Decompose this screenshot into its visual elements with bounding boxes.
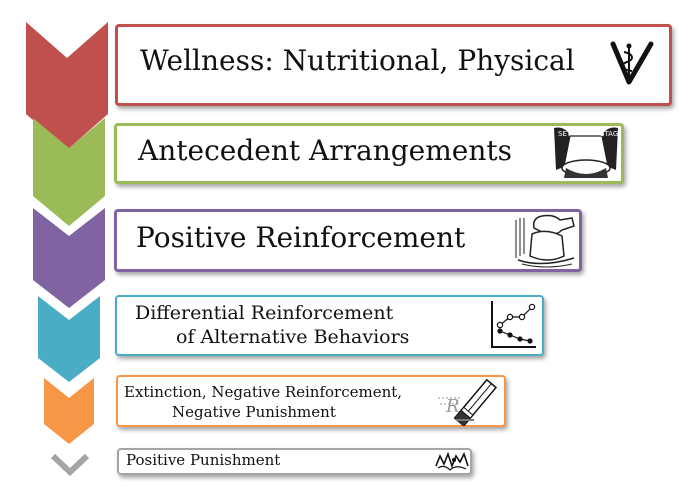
set-the-stage-spotlight-icon: SET STAGE <box>554 127 620 178</box>
tier-2-box <box>114 123 624 184</box>
hand-giving-treat-icon <box>515 214 575 268</box>
svg-text:SET: SET <box>558 130 572 138</box>
tier-6-label: Positive Punishment <box>126 451 281 469</box>
chevron-tier-5 <box>44 378 94 444</box>
chevron-tier-3 <box>33 208 105 308</box>
chevron-tier-1 <box>26 22 108 150</box>
tier-4-label-line-1: Differential Reinforcement <box>135 302 394 324</box>
tier-6-box <box>117 448 472 475</box>
svg-text:R: R <box>445 396 460 417</box>
tier-4-box <box>115 295 544 356</box>
tier-2-label: Antecedent Arrangements <box>138 134 512 167</box>
chevron-tier-2 <box>33 118 105 226</box>
tier-3-box <box>114 209 582 272</box>
svg-text:STAGE: STAGE <box>600 130 620 138</box>
tier-1-box <box>115 24 672 106</box>
tier-5-label-line-1: Extinction, Negative Reinforcement, <box>124 383 403 401</box>
tier-5-label-line-2: Negative Punishment <box>172 403 336 421</box>
tier-4-label-line-2: of Alternative Behaviors <box>176 326 410 348</box>
chevron-tier-4 <box>38 296 100 382</box>
tier-3-label: Positive Reinforcement <box>136 221 466 254</box>
line-graph-icon <box>491 301 536 348</box>
warning-scribble-icon <box>435 451 469 471</box>
veterinary-caduceus-icon <box>610 41 654 85</box>
pencil-eraser-icon: R <box>438 378 498 426</box>
tier-1-label: Wellness: Nutritional, Physical <box>140 44 575 77</box>
tier-5-box <box>116 375 506 427</box>
chevron-tier-6 <box>50 453 90 477</box>
